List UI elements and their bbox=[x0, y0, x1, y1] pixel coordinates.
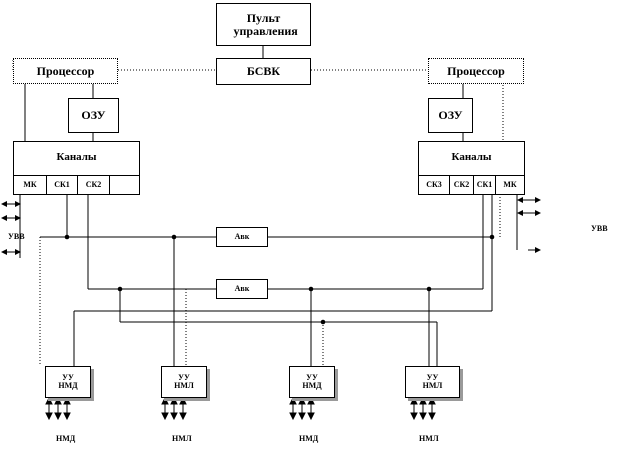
arrow-head-icon bbox=[428, 396, 436, 405]
ram-right-box: ОЗУ bbox=[428, 98, 473, 133]
arrow-head-icon bbox=[63, 396, 71, 405]
bsvk-label: БСВК bbox=[246, 64, 281, 79]
io-label-left: УВВ bbox=[8, 232, 25, 241]
channels-right-box: Каналы СК3 СК2 СК1 МК bbox=[418, 141, 525, 195]
ram-left-label: ОЗУ bbox=[81, 108, 106, 123]
arrow-head-icon bbox=[54, 412, 62, 421]
arrow-head-icon bbox=[419, 412, 427, 421]
io-label-right: УВВ bbox=[591, 224, 608, 233]
ram-right-label: ОЗУ bbox=[438, 108, 463, 123]
processor-left-label: Процессор bbox=[36, 63, 95, 78]
control-unit-1: УУ НМД bbox=[45, 366, 91, 398]
processor-right-box: Процессор bbox=[428, 58, 524, 84]
arrow-head-icon bbox=[428, 412, 436, 421]
arrow-head-icon bbox=[161, 396, 169, 405]
channel-cell: СК1 bbox=[474, 175, 496, 195]
adapter-top-box: Авк bbox=[216, 227, 268, 247]
channel-cell: МК bbox=[496, 175, 524, 195]
arrow-head-icon bbox=[45, 396, 53, 405]
control-panel-box: Пульт управления bbox=[216, 3, 311, 46]
control-unit-4-label: УУ НМЛ bbox=[422, 372, 443, 390]
arrow-head-icon bbox=[179, 396, 187, 405]
arrow-head-icon bbox=[170, 412, 178, 421]
arrow-head-icon bbox=[298, 412, 306, 421]
control-unit-1-label: УУ НМД bbox=[58, 372, 78, 390]
ram-left-box: ОЗУ bbox=[68, 98, 119, 133]
arrow-head-icon bbox=[410, 412, 418, 421]
control-unit-3-label: УУ НМД bbox=[302, 372, 322, 390]
arrow-head-icon bbox=[410, 396, 418, 405]
device-label-1: НМД bbox=[56, 434, 76, 443]
arrow-head-icon bbox=[307, 412, 315, 421]
control-unit-3: УУ НМД bbox=[289, 366, 335, 398]
arrow-head-icon bbox=[54, 396, 62, 405]
arrow-head-icon bbox=[45, 412, 53, 421]
channel-cell: СК3 bbox=[419, 175, 450, 195]
channel-cell: СК1 bbox=[47, 175, 78, 195]
channels-left-box: Каналы МК СК1 СК2 bbox=[13, 141, 140, 195]
channel-cell: МК bbox=[14, 175, 47, 195]
arrow-head-icon bbox=[419, 396, 427, 405]
channels-right-label: Каналы bbox=[451, 151, 492, 163]
arrow-head-icon bbox=[63, 412, 71, 421]
channel-cell: СК2 bbox=[450, 175, 474, 195]
processor-right-label: Процессор bbox=[447, 63, 505, 78]
adapter-top-label: Авк bbox=[234, 231, 250, 241]
device-label-2: НМЛ bbox=[172, 434, 192, 443]
arrow-head-icon bbox=[179, 412, 187, 421]
device-label-3: НМД bbox=[299, 434, 319, 443]
control-panel-label: Пульт управления bbox=[233, 10, 298, 38]
control-unit-4: УУ НМЛ bbox=[405, 366, 460, 398]
arrow-head-icon bbox=[289, 396, 297, 405]
bsvk-box: БСВК bbox=[216, 58, 311, 85]
channel-cell bbox=[110, 175, 139, 195]
control-unit-2-label: УУ НМЛ bbox=[174, 372, 194, 390]
adapter-bottom-label: Авк bbox=[234, 283, 250, 293]
channel-cell: СК2 bbox=[78, 175, 110, 195]
arrow-head-icon bbox=[307, 396, 315, 405]
device-label-4: НМЛ bbox=[419, 434, 439, 443]
arrow-head-icon bbox=[161, 412, 169, 421]
processor-left-box: Процессор bbox=[13, 58, 118, 84]
arrow-head-icon bbox=[170, 396, 178, 405]
adapter-bottom-box: Авк bbox=[216, 279, 268, 299]
control-unit-2: УУ НМЛ bbox=[161, 366, 207, 398]
arrow-head-icon bbox=[298, 396, 306, 405]
channels-left-label: Каналы bbox=[56, 151, 97, 163]
arrow-head-icon bbox=[289, 412, 297, 421]
